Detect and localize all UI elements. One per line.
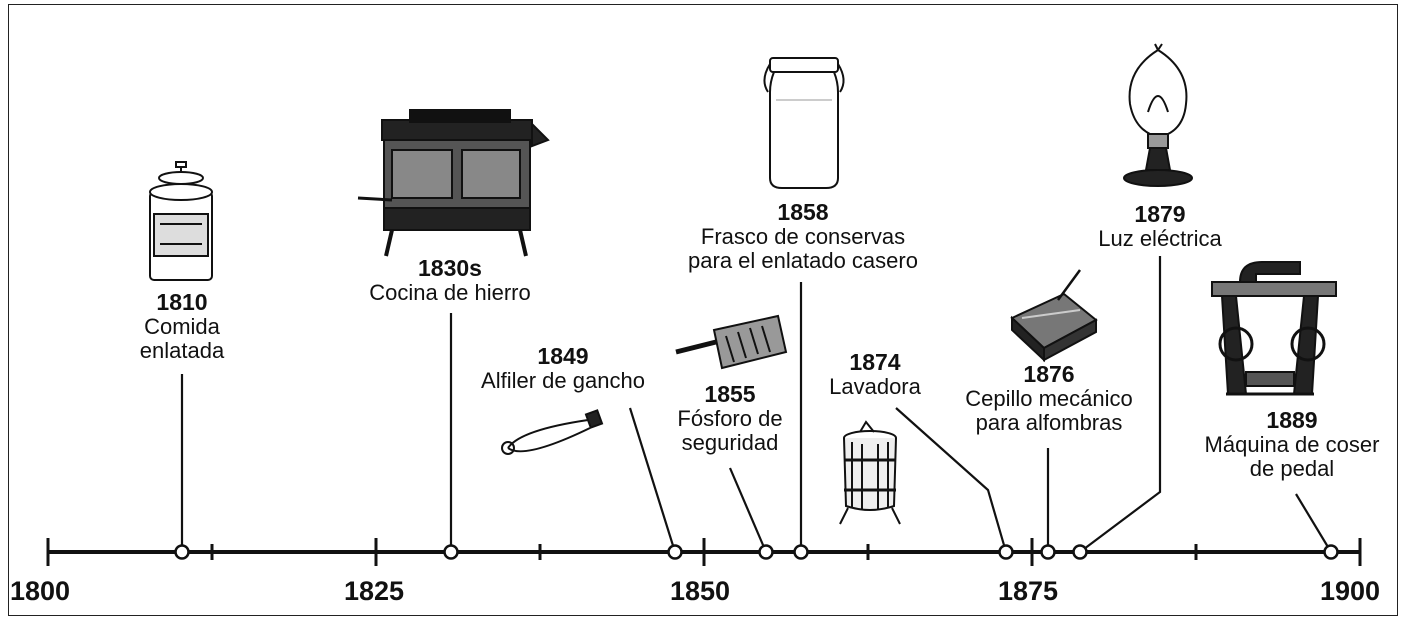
axis-ticks [46, 538, 1362, 566]
carpet-sweeper-icon [1010, 269, 1098, 363]
event-description: Cepillo mecánico para alfombras [965, 385, 1133, 435]
mason-jar-icon [763, 57, 845, 189]
event-markers [174, 544, 1339, 560]
safety-pin-icon [501, 409, 604, 455]
event-marker-1889 [1323, 544, 1339, 560]
event-label-1879: 1879 Luz eléctrica [1078, 202, 1242, 251]
iron-stove-icon [357, 109, 550, 257]
leader-1874 [895, 407, 1008, 553]
event-description: Frasco de conservas para el enlatado cas… [688, 223, 918, 273]
event-label-1830s: 1830s Cocina de hierro [352, 256, 548, 305]
washing-machine-icon [839, 420, 901, 525]
event-description: Fósforo de seguridad [677, 405, 783, 455]
axis-tick-label-1850: 1850 [670, 576, 731, 606]
event-description: Cocina de hierro [369, 279, 531, 305]
leader-1849 [628, 407, 677, 553]
event-year: 1855 [704, 381, 756, 407]
leader-1855 [728, 467, 768, 553]
event-year: 1858 [777, 199, 829, 225]
event-year: 1849 [537, 343, 589, 369]
event-year: 1876 [1023, 361, 1075, 387]
tin-can-icon [149, 161, 213, 281]
event-marker-1858 [793, 544, 809, 560]
matchbox-icon [675, 314, 788, 370]
leader-1889 [1295, 493, 1332, 553]
event-description: Luz eléctrica [1098, 225, 1222, 251]
event-year: 1879 [1134, 201, 1186, 227]
event-marker-1879 [1072, 544, 1088, 560]
axis-tick-label-1800: 1800 [10, 576, 71, 606]
event-label-1876: 1876 Cepillo mecánico para alfombras [944, 362, 1154, 434]
event-marker-1849 [667, 544, 683, 560]
event-description: Comida enlatada [139, 313, 225, 363]
event-label-1855: 1855 Fósforo de seguridad [660, 382, 800, 454]
event-label-1810: 1810 Comida enlatada [112, 290, 252, 362]
axis-tick-label-1875: 1875 [998, 576, 1059, 606]
event-marker-1855 [758, 544, 774, 560]
event-description: Máquina de coser de pedal [1204, 431, 1380, 481]
event-year: 1830s [418, 255, 482, 281]
event-marker-1874 [998, 544, 1014, 560]
light-bulb-icon [1123, 43, 1193, 187]
event-marker-1830s [443, 544, 459, 560]
leader-lines [180, 256, 1332, 553]
event-description: Alfiler de gancho [481, 367, 645, 393]
event-description: Lavadora [829, 373, 921, 399]
event-label-1874: 1874 Lavadora [818, 350, 932, 399]
sewing-machine-icon [1211, 261, 1337, 396]
event-year: 1889 [1266, 407, 1318, 433]
leader-1879 [1079, 256, 1162, 553]
event-year: 1810 [156, 289, 208, 315]
event-year: 1874 [849, 349, 901, 375]
event-label-1889: 1889 Máquina de coser de pedal [1194, 408, 1390, 480]
event-marker-1876 [1040, 544, 1056, 560]
axis-tick-label-1900: 1900 [1320, 576, 1381, 606]
event-marker-1810 [174, 544, 190, 560]
event-label-1858: 1858 Frasco de conservas para el enlatad… [672, 200, 934, 272]
axis-tick-label-1825: 1825 [344, 576, 405, 606]
event-label-1849: 1849 Alfiler de gancho [458, 344, 668, 393]
